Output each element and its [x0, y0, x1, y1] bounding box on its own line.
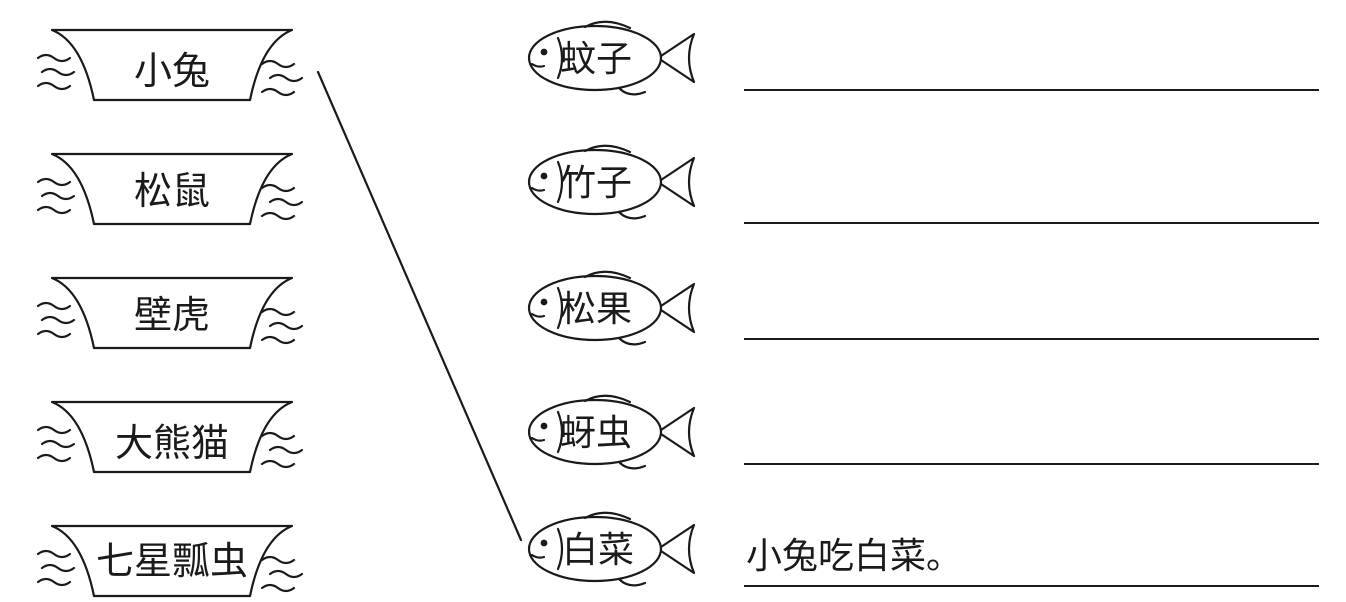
fish-fin-shape — [618, 337, 647, 346]
food-label: 竹子 — [560, 163, 632, 204]
fish-tail-shape — [656, 32, 696, 84]
animal-boat-1[interactable]: 松鼠 — [36, 152, 304, 226]
fish-fin-shape — [618, 461, 647, 470]
wave-right-icon — [260, 431, 304, 469]
answer-row-4[interactable]: 小兔吃白菜。 — [744, 536, 1319, 587]
fish-body-shape — [527, 148, 663, 216]
fish-gill-shape — [556, 286, 564, 330]
wave-right-icon — [260, 183, 304, 221]
food-fish-0[interactable]: 蚊子 — [527, 20, 696, 96]
fish-eye-icon — [540, 172, 548, 180]
fish-eye-icon — [540, 422, 548, 430]
animal-boat-0[interactable]: 小兔 — [36, 28, 304, 102]
animal-label: 松鼠 — [134, 169, 210, 213]
fish-gill-shape — [556, 36, 564, 80]
wave-right-icon — [260, 59, 304, 97]
boat-hull-shape — [50, 400, 294, 474]
food-fish-4[interactable]: 白菜 — [527, 511, 696, 587]
boat-hull-shape — [50, 28, 294, 102]
fish-gill-shape — [556, 410, 564, 454]
fish-fin-shape — [583, 144, 632, 154]
fish-fin-shape — [618, 87, 647, 96]
fish-fin-shape — [583, 511, 632, 521]
fish-tail-shape — [656, 156, 696, 208]
fish-fin-shape — [583, 394, 632, 404]
fish-mouth-shape — [530, 553, 546, 559]
fish-body-shape — [527, 515, 663, 583]
fish-mouth-shape — [530, 62, 546, 68]
food-fish-1[interactable]: 竹子 — [527, 144, 696, 220]
boat-hull-shape — [50, 276, 294, 350]
animal-label: 壁虎 — [134, 293, 210, 337]
fish-gill-shape — [556, 527, 564, 571]
fish-mouth-shape — [530, 436, 546, 442]
fish-fin-shape — [583, 270, 632, 280]
fish-mouth-shape — [530, 186, 546, 192]
match-line-0 — [316, 70, 523, 542]
wave-left-icon — [36, 53, 76, 91]
animal-label: 小兔 — [134, 49, 210, 93]
food-label: 白菜 — [562, 530, 634, 571]
animal-label: 七星瓢虫 — [96, 539, 248, 583]
wave-left-icon — [36, 177, 76, 215]
fish-tail-shape — [656, 523, 696, 575]
food-label: 蚊子 — [560, 39, 632, 80]
fish-fin-shape — [583, 20, 632, 30]
boat-hull-shape — [50, 524, 294, 598]
fish-fin-shape — [618, 578, 647, 587]
animal-boat-4[interactable]: 七星瓢虫 — [36, 524, 304, 598]
fish-eye-icon — [540, 539, 548, 547]
food-fish-3[interactable]: 蚜虫 — [527, 394, 696, 470]
food-fish-2[interactable]: 松果 — [527, 270, 696, 346]
wave-left-icon — [36, 301, 76, 339]
fish-body-shape — [527, 398, 663, 466]
wave-right-icon — [260, 555, 304, 593]
fish-tail-shape — [656, 406, 696, 458]
animal-boat-3[interactable]: 大熊猫 — [36, 400, 304, 474]
wave-left-icon — [36, 549, 76, 587]
food-label: 蚜虫 — [560, 413, 632, 454]
fish-eye-icon — [540, 298, 548, 306]
fish-eye-icon — [540, 48, 548, 56]
animal-label: 大熊猫 — [115, 421, 229, 465]
fish-tail-shape — [656, 282, 696, 334]
fish-mouth-shape — [530, 312, 546, 318]
wave-left-icon — [36, 425, 76, 463]
answer-text: 小兔吃白菜。 — [746, 536, 962, 577]
animal-boat-2[interactable]: 壁虎 — [36, 276, 304, 350]
food-label: 松果 — [560, 289, 632, 330]
wave-right-icon — [260, 307, 304, 345]
fish-fin-shape — [618, 211, 647, 220]
boat-hull-shape — [50, 152, 294, 226]
fish-gill-shape — [556, 160, 564, 204]
fish-body-shape — [527, 274, 663, 342]
fish-body-shape — [527, 24, 663, 92]
